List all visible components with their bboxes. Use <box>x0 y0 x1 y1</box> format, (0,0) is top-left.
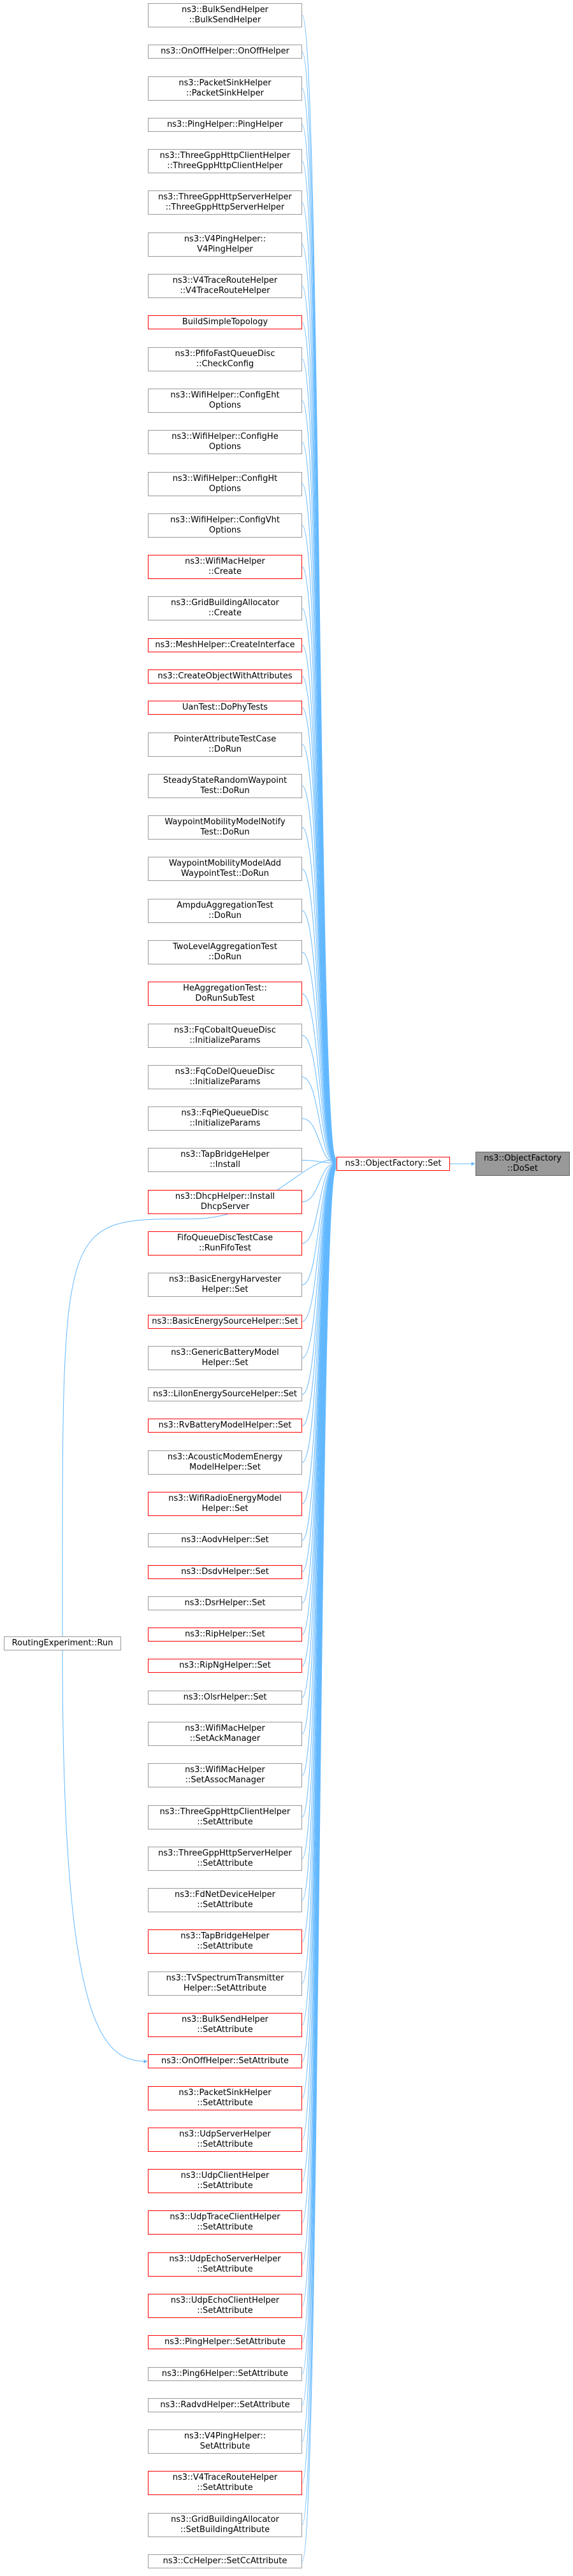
caller-node[interactable]: ns3::V4TraceRouteHelper ::V4TraceRouteHe… <box>148 274 302 298</box>
caller-node[interactable]: ns3::WifiMacHelper ::SetAckManager <box>148 1722 302 1746</box>
caller-node[interactable]: ns3::LiIonEnergySourceHelper::Set <box>148 1387 302 1402</box>
caller-node[interactable]: ns3::OlsrHelper::Set <box>148 1690 302 1705</box>
edge-caller-to-set <box>301 1168 337 2562</box>
caller-node[interactable]: ns3::V4PingHelper:: SetAttribute <box>148 2429 302 2454</box>
caller-node[interactable]: ns3::BulkSendHelper ::SetAttribute <box>148 2013 302 2037</box>
caller-node[interactable]: ns3::UdpServerHelper ::SetAttribute <box>148 2127 302 2152</box>
caller-node[interactable]: ns3::BasicEnergyHarvester Helper::Set <box>148 1273 302 1298</box>
caller-node[interactable]: ns3::AodvHelper::Set <box>148 1533 302 1548</box>
edge-caller-to-set <box>301 1161 337 1203</box>
caller-node[interactable]: FifoQueueDiscTestCase ::RunFifoTest <box>148 1231 302 1256</box>
caller-node[interactable]: ns3::DsdvHelper::Set <box>148 1564 302 1579</box>
caller-node[interactable]: ns3::GenericBatteryModel Helper::Set <box>148 1345 302 1370</box>
caller-node[interactable]: ns3::FdNetDeviceHelper ::SetAttribute <box>148 1888 302 1913</box>
edge-run-to-onoff <box>62 1650 148 2064</box>
caller-node[interactable]: ns3::RipNgHelper::Set <box>148 1659 302 1673</box>
edge-caller-to-set <box>301 1163 337 1463</box>
caller-node[interactable]: ns3::CreateObjectWithAttributes <box>148 669 302 683</box>
caller-node[interactable]: ns3::GridBuildingAllocator ::SetBuilding… <box>148 2512 302 2537</box>
caller-node[interactable]: ns3::PingHelper::SetAttribute <box>148 2335 302 2350</box>
edge-caller-to-set <box>301 910 337 1164</box>
caller-node[interactable]: ns3::CcHelper::SetCcAttribute <box>148 2554 302 2568</box>
caller-node[interactable]: ns3::PingHelper::PingHelper <box>148 117 302 132</box>
edge-caller-to-set <box>301 827 337 1164</box>
caller-node[interactable]: ns3::WifiHelper::ConfigEht Options <box>148 388 302 413</box>
caller-node[interactable]: ns3::OnOffHelper::OnOffHelper <box>148 45 302 59</box>
caller-node[interactable]: HeAggregationTest:: DoRunSubTest <box>148 982 302 1006</box>
caller-node[interactable]: ns3::BasicEnergySourceHelper::Set <box>148 1314 302 1329</box>
edge-caller-to-set <box>301 743 337 1164</box>
caller-node[interactable]: ns3::DsrHelper::Set <box>148 1596 302 1610</box>
caller-node[interactable]: ns3::UdpTraceClientHelper ::SetAttribute <box>148 2210 302 2235</box>
caller-node[interactable]: ns3::FqCoDelQueueDisc ::InitializeParams <box>148 1064 302 1089</box>
caller-node[interactable]: ns3::FqCobaltQueueDisc ::InitializeParam… <box>148 1023 302 1048</box>
caller-node[interactable]: ns3::TapBridgeHelper ::SetAttribute <box>148 1929 302 1954</box>
caller-node[interactable]: ns3::ThreeGppHttpServerHelper ::ThreeGpp… <box>148 190 302 215</box>
node-routingexperiment-run[interactable]: RoutingExperiment::Run <box>4 1636 121 1650</box>
edge-caller-to-set <box>301 1162 337 1359</box>
caller-node[interactable]: ns3::DhcpHelper::Install DhcpServer <box>148 1189 302 1214</box>
caller-node[interactable]: ns3::OnOffHelper::SetAttribute <box>148 2054 302 2069</box>
caller-node[interactable]: ns3::RvBatteryModelHelper::Set <box>148 1419 302 1433</box>
caller-node[interactable]: BuildSimpleTopology <box>148 315 302 330</box>
caller-node[interactable]: ns3::WifiMacHelper ::Create <box>148 555 302 579</box>
caller-node[interactable]: ns3::GridBuildingAllocator ::Create <box>148 596 302 621</box>
caller-node[interactable]: ns3::PacketSinkHelper ::SetAttribute <box>148 2086 302 2110</box>
edge-caller-to-set <box>301 1162 337 1395</box>
edge-caller-to-set <box>301 1161 337 1285</box>
edge-caller-to-set <box>301 1162 337 1426</box>
caller-node[interactable]: WaypointMobilityModelNotify Test::DoRun <box>148 815 302 840</box>
caller-node[interactable]: PointerAttributeTestCase ::DoRun <box>148 732 302 757</box>
caller-node[interactable]: ns3::RipHelper::Set <box>148 1628 302 1642</box>
edge-caller-to-set <box>301 868 337 1164</box>
edge-caller-to-set <box>301 1161 337 1244</box>
edge-caller-to-set <box>301 1118 337 1165</box>
caller-node[interactable]: ns3::MeshHelper::CreateInterface <box>148 638 302 652</box>
caller-node[interactable]: WaypointMobilityModelAdd WaypointTest::D… <box>148 857 302 882</box>
edge-caller-to-set <box>301 993 337 1164</box>
caller-node[interactable]: ns3::V4TraceRouteHelper ::SetAttribute <box>148 2471 302 2496</box>
caller-node[interactable]: ns3::RadvdHelper::SetAttribute <box>148 2398 302 2412</box>
edge-caller-to-set <box>301 1167 337 2484</box>
caller-node[interactable]: ns3::WifiRadioEnergyModel Helper::Set <box>148 1491 302 1516</box>
caller-node[interactable]: ns3::AcousticModemEnergy ModelHelper::Se… <box>148 1450 302 1475</box>
edge-caller-to-set <box>301 1162 337 1322</box>
caller-node[interactable]: ns3::WifiHelper::ConfigHe Options <box>148 430 302 455</box>
edge-caller-to-set <box>301 1077 337 1165</box>
caller-node[interactable]: ns3::TapBridgeHelper ::Install <box>148 1148 302 1173</box>
caller-node[interactable]: ns3::WifiHelper::ConfigVht Options <box>148 513 302 538</box>
caller-node[interactable]: ns3::PacketSinkHelper ::PacketSinkHelper <box>148 76 302 101</box>
caller-node[interactable]: ns3::ThreeGppHttpClientHelper ::ThreeGpp… <box>148 149 302 174</box>
caller-node[interactable]: ns3::UdpEchoServerHelper ::SetAttribute <box>148 2252 302 2277</box>
caller-node[interactable]: ns3::ThreeGppHttpClientHelper ::SetAttri… <box>148 1805 302 1829</box>
edge-caller-to-set <box>301 1166 337 2223</box>
caller-node[interactable]: ns3::TvSpectrumTransmitter Helper::SetAt… <box>148 1971 302 1996</box>
edge-caller-to-set <box>301 1159 337 1165</box>
caller-node[interactable]: ns3::UdpEchoClientHelper ::SetAttribute <box>148 2294 302 2318</box>
edge-caller-to-set <box>301 1034 337 1165</box>
target-node-objectfactory-doset[interactable]: ns3::ObjectFactory ::DoSet <box>475 1152 570 1176</box>
caller-node[interactable]: ns3::FqPieQueueDisc ::InitializeParams <box>148 1106 302 1131</box>
caller-node[interactable]: ns3::BulkSendHelper ::BulkSendHelper <box>148 3 302 27</box>
caller-node[interactable]: TwoLevelAggregationTest ::DoRun <box>148 940 302 964</box>
caller-node[interactable]: UanTest::DoPhyTests <box>148 701 302 715</box>
caller-node[interactable]: ns3::UdpClientHelper ::SetAttribute <box>148 2169 302 2194</box>
edge-caller-to-set <box>301 785 337 1164</box>
caller-node[interactable]: ns3::ThreeGppHttpServerHelper ::SetAttri… <box>148 1846 302 1871</box>
caller-node[interactable]: ns3::V4PingHelper:: V4PingHelper <box>148 232 302 257</box>
edge-run-to-set <box>62 1157 337 1637</box>
caller-node[interactable]: ns3::WifiHelper::ConfigHt Options <box>148 471 302 496</box>
edge-caller-to-set <box>301 952 337 1164</box>
caller-node[interactable]: SteadyStateRandomWaypoint Test::DoRun <box>148 773 302 798</box>
edge-caller-to-set <box>301 1167 337 2375</box>
caller-node[interactable]: ns3::WifiMacHelper ::SetAssocManager <box>148 1763 302 1788</box>
hub-node-objectfactory-set[interactable]: ns3::ObjectFactory::Set <box>337 1157 450 1171</box>
caller-node[interactable]: AmpduAggregationTest ::DoRun <box>148 898 302 923</box>
edge-caller-to-set <box>301 1163 337 1505</box>
caller-node[interactable]: ns3::Ping6Helper::SetAttribute <box>148 2366 302 2381</box>
caller-node[interactable]: ns3::PfifoFastQueueDisc ::CheckConfig <box>148 347 302 371</box>
